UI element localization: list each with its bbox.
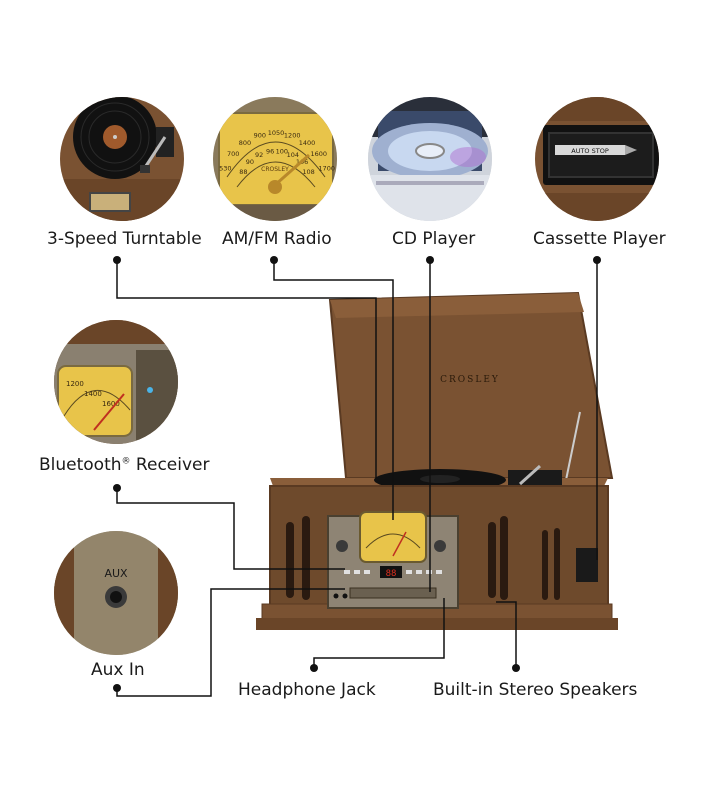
label-cd: CD Player — [392, 229, 476, 249]
auto-stop-label: AUTO STOP — [571, 147, 609, 155]
label-radio: AM/FM Radio — [222, 229, 332, 249]
cassette-player-closeup: AUTO STOP — [535, 97, 659, 221]
cd-display: 88 — [386, 569, 397, 579]
registered-mark: ® — [121, 456, 131, 467]
radio-fm-tick-2: 92 — [255, 151, 263, 159]
cd-slot — [349, 587, 437, 599]
radio-fm-tick-3: 96 — [266, 148, 274, 156]
aux-port — [342, 593, 348, 599]
volume-knob — [336, 540, 348, 552]
svg-text:1200: 1200 — [66, 380, 84, 388]
label-speakers: Built-in Stereo Speakers — [433, 680, 638, 700]
lid — [328, 291, 614, 479]
radio-am-tick-0: 530 — [219, 165, 231, 173]
radio-fm-tick-1: 90 — [246, 158, 254, 166]
leader-lines — [116, 260, 598, 697]
label-cassette: Cassette Player — [533, 229, 666, 249]
headphone-jack-port — [333, 593, 339, 599]
bluetooth-closeup: 1200 1400 1600 — [54, 320, 178, 444]
label-aux: Aux In — [91, 660, 145, 680]
radio-fm-tick-5: 104 — [287, 151, 299, 159]
cassette-slot — [576, 548, 598, 582]
cd-player-closeup — [368, 97, 492, 221]
radio-am-tick-8: 1700 — [318, 165, 335, 173]
radio-am-tick-6: 1400 — [299, 139, 316, 147]
radio-brand: CROSLEY — [261, 166, 289, 173]
radio-fm-tick-7: 108 — [302, 168, 314, 176]
radio-fm-tick-0: 88 — [239, 168, 247, 176]
radio-am-tick-3: 900 — [254, 132, 266, 140]
svg-text:1600: 1600 — [102, 400, 120, 408]
radio-am-tick-2: 800 — [239, 139, 251, 147]
label-bluetooth-name: Bluetooth — [39, 455, 122, 475]
aux-port-label: AUX — [104, 567, 128, 580]
label-headphone: Headphone Jack — [238, 680, 376, 700]
aux-closeup: AUX — [54, 531, 178, 655]
label-bluetooth: Bluetooth® Receiver — [39, 455, 209, 475]
svg-text:1400: 1400 — [84, 390, 102, 398]
radio-am-tick-5: 1200 — [284, 132, 301, 140]
radio-am-tick-4: 1050 — [268, 129, 285, 137]
radio-fm-tick-4: 100 — [276, 148, 288, 156]
radio-am-tick-7: 1600 — [311, 150, 328, 158]
brand-logo: CROSLEY — [440, 375, 500, 385]
tuning-knob — [434, 540, 446, 552]
label-turntable: 3-Speed Turntable — [47, 229, 202, 249]
radio-am-tick-1: 700 — [227, 150, 239, 158]
label-bluetooth-suffix: Receiver — [130, 455, 210, 475]
turntable-closeup — [60, 97, 184, 221]
